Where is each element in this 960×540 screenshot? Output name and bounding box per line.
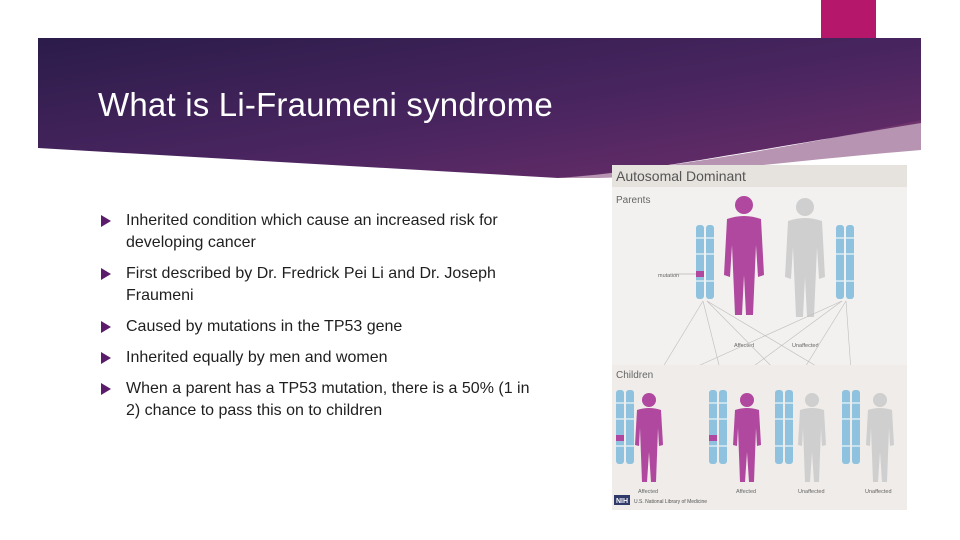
child-label-2: Affected (736, 489, 756, 495)
triangle-bullet-icon (101, 215, 111, 227)
bullet-list: Inherited condition which cause an incre… (100, 210, 540, 431)
child-label-4: Unaffected (865, 489, 892, 495)
parent-label-unaffected: Unaffected (792, 343, 819, 349)
mutation-marker (616, 435, 624, 441)
nih-logo (614, 495, 630, 505)
triangle-bullet-icon (101, 321, 111, 333)
bullet-item: Caused by mutations in the TP53 gene (100, 316, 540, 338)
children-label: Children (616, 370, 653, 381)
slide-title: What is Li-Fraumeni syndrome (98, 86, 553, 123)
child-label-3: Unaffected (798, 489, 825, 495)
bullet-text: When a parent has a TP53 mutation, there… (126, 380, 530, 419)
triangle-bullet-icon (101, 352, 111, 364)
bullet-item: Inherited condition which cause an incre… (100, 210, 540, 254)
mutation-marker (696, 271, 704, 277)
diagram-title: Autosomal Dominant (616, 168, 746, 184)
affected-parent-figure (724, 196, 764, 315)
bullet-item: Inherited equally by men and women (100, 347, 540, 369)
triangle-bullet-icon (101, 268, 111, 280)
bullet-text: Inherited condition which cause an incre… (126, 212, 498, 251)
unaffected-parent-figure (785, 198, 825, 317)
parents-label: Parents (616, 195, 650, 206)
bullet-text: First described by Dr. Fredrick Pei Li a… (126, 265, 496, 304)
parent-chromosomes-affected (696, 225, 714, 299)
bullet-text: Inherited equally by men and women (126, 349, 388, 366)
triangle-bullet-icon (101, 383, 111, 395)
child-label-1: Affected (638, 489, 658, 495)
diagram-title-bar (612, 165, 907, 187)
bullet-text: Caused by mutations in the TP53 gene (126, 318, 403, 335)
credit-text: U.S. National Library of Medicine (634, 499, 707, 505)
mutation-marker (709, 435, 717, 441)
parent-chromosomes-unaffected (836, 225, 854, 299)
nih-logo-text: NIH (616, 498, 628, 505)
bullet-item: First described by Dr. Fredrick Pei Li a… (100, 263, 540, 307)
mutation-label: mutation (658, 273, 679, 279)
bullet-item: When a parent has a TP53 mutation, there… (100, 378, 540, 422)
inheritance-diagram-svg: Autosomal Dominant Parents mutation Affe… (612, 165, 907, 510)
autosomal-dominant-diagram: Autosomal Dominant Parents mutation Affe… (612, 165, 907, 510)
parent-label-affected: Affected (734, 343, 754, 349)
